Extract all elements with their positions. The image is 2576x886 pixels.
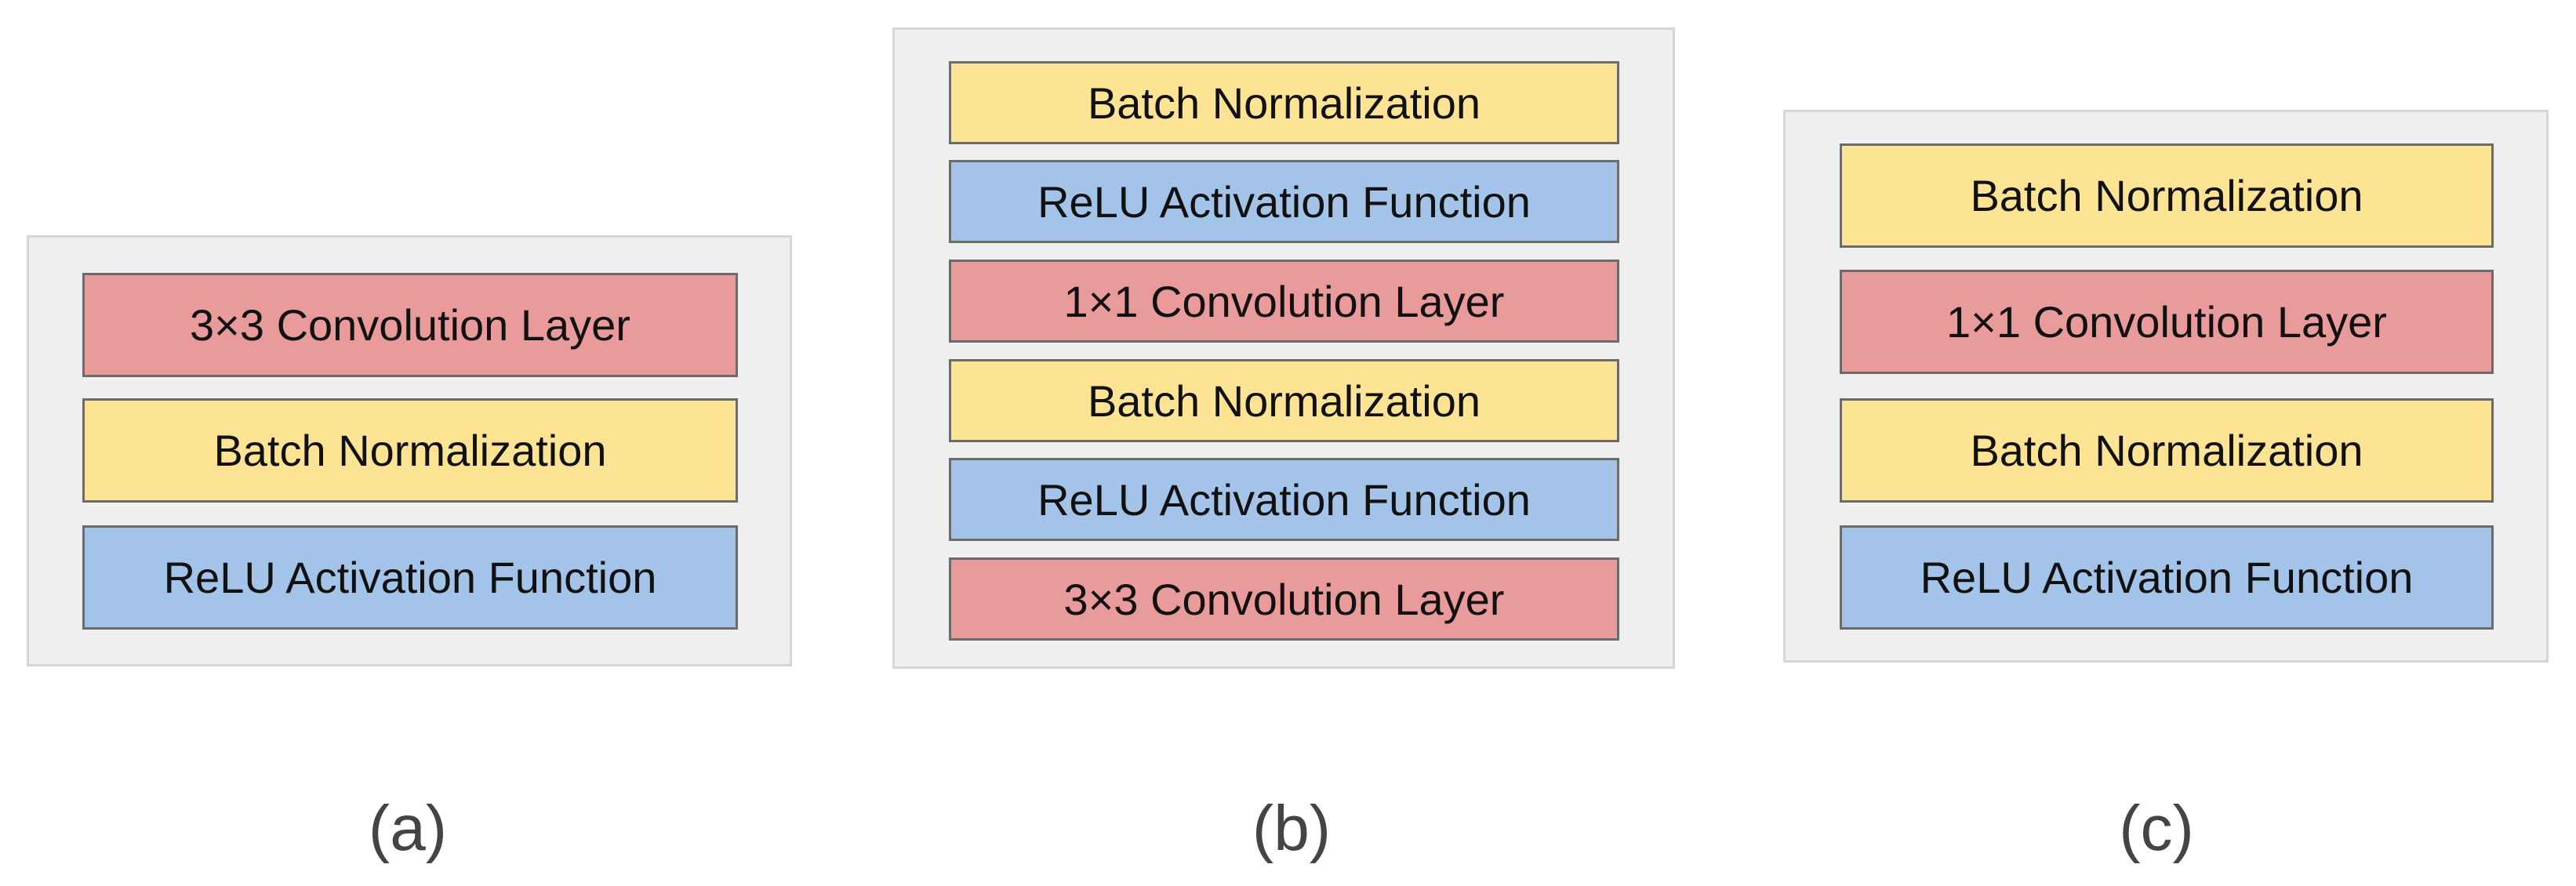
layer-a-1: 3×3 Convolution Layer (82, 273, 738, 377)
layer-c-3: Batch Normalization (1840, 398, 2494, 503)
caption-b: (b) (1252, 793, 1332, 864)
layer-b-6: 3×3 Convolution Layer (949, 557, 1619, 641)
layer-b-3: 1×1 Convolution Layer (949, 260, 1619, 343)
layer-b-2: ReLU Activation Function (949, 160, 1619, 243)
layer-a-3: ReLU Activation Function (82, 525, 738, 630)
layer-b-1: Batch Normalization (949, 61, 1619, 144)
layer-c-2: 1×1 Convolution Layer (1840, 270, 2494, 374)
layer-c-1: Batch Normalization (1840, 143, 2494, 248)
caption-c: (c) (2119, 793, 2194, 864)
layer-b-5: ReLU Activation Function (949, 458, 1619, 541)
layer-c-4: ReLU Activation Function (1840, 525, 2494, 630)
layer-b-4: Batch Normalization (949, 359, 1619, 442)
caption-a: (a) (368, 793, 448, 864)
layer-a-2: Batch Normalization (82, 398, 738, 503)
